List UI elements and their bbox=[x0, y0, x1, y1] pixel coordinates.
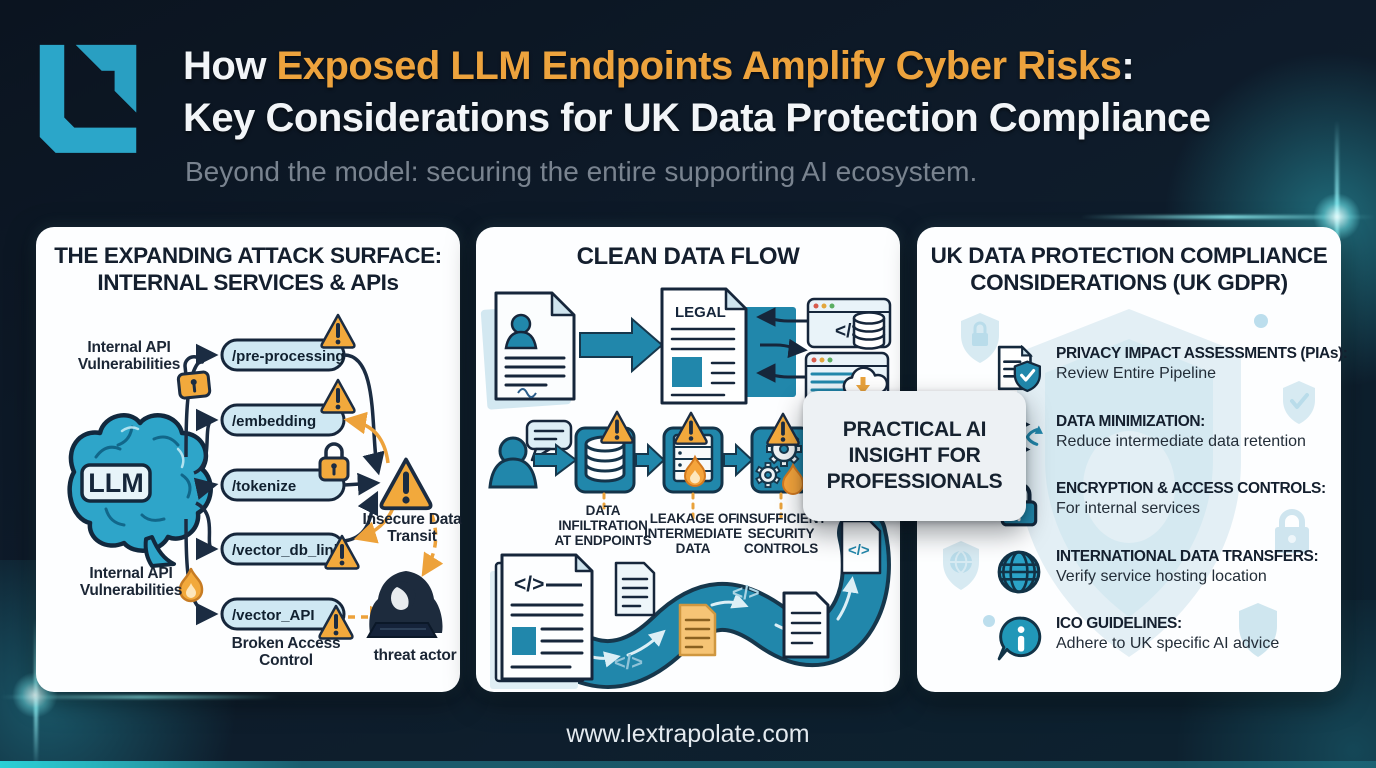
footer-website-url: www.lextrapolate.com bbox=[566, 720, 810, 748]
threat-actor-icon bbox=[366, 571, 443, 638]
code-glyph: </> bbox=[514, 573, 544, 596]
panel-attack-surface: THE EXPANDING ATTACK SURFACE: INTERNAL S… bbox=[36, 227, 462, 692]
flow-label-leakage: LEAKAGE OF INTERMEDIATE DATA bbox=[644, 511, 742, 557]
flow-arrow bbox=[579, 316, 664, 374]
threat-actor-connectors bbox=[348, 514, 444, 629]
lextrapolate-logo bbox=[39, 44, 137, 153]
warning-icon bbox=[318, 604, 354, 640]
warning-icon bbox=[324, 534, 360, 570]
attack-surface-diagram: LLM /pre-processing /embedding /tokenize… bbox=[67, 313, 444, 640]
insecure-data-transit-label: Insecure Data Transit bbox=[362, 511, 462, 546]
clean-data-flow-diagram: LEGAL </> bbox=[480, 287, 892, 690]
endpoint-label: /embedding bbox=[232, 413, 316, 430]
compliance-item-desc: Verify service hosting location bbox=[1056, 568, 1267, 585]
page-title-line1: How Exposed LLM Endpoints Amplify Cyber … bbox=[183, 44, 1135, 89]
lock-shield-watermark-icon bbox=[961, 313, 999, 363]
flow-arrow bbox=[533, 443, 578, 477]
flow-label-insufficient: INSUFFICIENT SECURITY CONTROLS bbox=[735, 511, 827, 557]
flow-label-data-infiltration: DATA INFILTRATION AT ENDPOINTS bbox=[554, 503, 652, 549]
llm-label: LLM bbox=[88, 468, 143, 498]
warning-icon bbox=[600, 410, 634, 444]
practical-insight-callout: PRACTICAL AI INSIGHT FOR PROFESSIONALS bbox=[803, 391, 1026, 521]
warning-icon-large bbox=[379, 457, 433, 511]
flame-icon bbox=[178, 567, 204, 603]
llm-pill bbox=[80, 463, 152, 503]
source-document-icon bbox=[480, 291, 576, 410]
endpoint-label: /vector_API bbox=[232, 607, 315, 624]
endpoint-label: /pre-processing bbox=[232, 348, 345, 365]
compliance-item-minimization: DATA MINIMIZATION: Reduce intermediate d… bbox=[995, 413, 1331, 461]
legal-document-icon: LEGAL bbox=[660, 287, 796, 405]
warning-icon bbox=[320, 378, 356, 414]
llm-brain-icon: LLM bbox=[67, 413, 213, 568]
warning-icon bbox=[766, 412, 800, 446]
label-connectors bbox=[602, 492, 783, 522]
compliance-item-title: ICO GUIDELINES: bbox=[1056, 615, 1182, 632]
endpoint-pill bbox=[220, 597, 346, 631]
locked-padlock-icon bbox=[318, 442, 350, 482]
globe-icon bbox=[997, 550, 1041, 594]
floating-document-icon bbox=[782, 591, 830, 659]
endpoint-pills: /pre-processing /embedding /tokenize /ve… bbox=[220, 338, 346, 631]
compliance-item-desc: For internal services bbox=[1056, 500, 1201, 517]
internal-api-label-top: Internal API Vulnerabilities bbox=[77, 339, 181, 374]
floating-document-orange-icon bbox=[678, 603, 717, 657]
page-subtitle: Beyond the model: securing the entire su… bbox=[185, 156, 978, 187]
database-cylinder-icon bbox=[852, 311, 886, 350]
panel-compliance-heading: UK DATA PROTECTION COMPLIANCE CONSIDERAT… bbox=[930, 243, 1328, 295]
bottom-edge-strip bbox=[0, 761, 1376, 768]
code-glyph: </> bbox=[732, 583, 759, 604]
open-padlock-icon bbox=[176, 355, 212, 400]
panel-flow-heading: CLEAN DATA FLOW bbox=[576, 243, 800, 270]
code-glyph: </> bbox=[614, 652, 643, 674]
compliance-item-encryption: ENCRYPTION & ACCESS CONTROLS: For intern… bbox=[995, 480, 1331, 528]
compliance-item-title: INTERNATIONAL DATA TRANSFERS: bbox=[1056, 548, 1319, 565]
service-connectors bbox=[756, 307, 808, 383]
flare-top-right-horizontal bbox=[1080, 215, 1376, 219]
hazard-connectors bbox=[343, 353, 385, 543]
internal-api-label-bottom: Internal API Vulnerabilities bbox=[79, 565, 183, 600]
lock-watermark-icon bbox=[1275, 509, 1309, 553]
dot-watermark bbox=[1254, 314, 1268, 328]
flow-arrow bbox=[723, 442, 754, 478]
warning-icon bbox=[674, 411, 708, 445]
compliance-item-pia: PRIVACY IMPACT ASSESSMENTS (PIAs): Revie… bbox=[995, 345, 1348, 393]
shield-watermark-icon bbox=[1239, 603, 1277, 657]
threat-actor-label: threat actor bbox=[373, 647, 457, 664]
title-highlight: Exposed LLM Endpoints Amplify Cyber Risk… bbox=[276, 44, 1122, 88]
document-shield-check-icon bbox=[997, 345, 1042, 393]
panel-attack-heading: THE EXPANDING ATTACK SURFACE: INTERNAL S… bbox=[54, 243, 442, 295]
compliance-item-title: DATA MINIMIZATION: bbox=[1056, 413, 1205, 430]
document-stack-icon: </> bbox=[490, 553, 594, 689]
title-colon: : bbox=[1121, 44, 1135, 88]
compliance-item-title: ENCRYPTION & ACCESS CONTROLS: bbox=[1056, 480, 1326, 497]
flow-arrow bbox=[635, 442, 666, 478]
compliance-item-ico: ICO GUIDELINES: Adhere to UK specific AI… bbox=[995, 615, 1331, 663]
user-icon bbox=[488, 436, 538, 489]
endpoint-label: /vector_db_link bbox=[232, 542, 343, 559]
page-title-line2: Key Considerations for UK Data Protectio… bbox=[183, 96, 1211, 140]
warning-icon bbox=[320, 313, 356, 349]
compliance-item-desc: Review Entire Pipeline bbox=[1056, 365, 1217, 382]
flame-icon bbox=[683, 454, 707, 487]
broken-access-control-label: Broken Access Control bbox=[231, 635, 341, 670]
compliance-item-transfers: INTERNATIONAL DATA TRANSFERS: Verify ser… bbox=[995, 548, 1331, 596]
globe-shield-watermark-icon bbox=[943, 541, 979, 590]
compliance-item-title: PRIVACY IMPACT ASSESSMENTS (PIAs): bbox=[1056, 345, 1348, 362]
info-speech-bubble-icon bbox=[997, 616, 1042, 661]
compliance-item-desc: Reduce intermediate data retention bbox=[1056, 433, 1306, 450]
legal-label: LEGAL bbox=[675, 304, 726, 321]
floating-document-icon bbox=[614, 561, 656, 617]
title-prefix: How bbox=[183, 44, 277, 88]
code-document-icon: </> bbox=[840, 519, 882, 575]
compliance-item-desc: Adhere to UK specific AI advice bbox=[1056, 635, 1280, 652]
flare-bottom-left-horizontal bbox=[0, 695, 280, 699]
dot-watermark bbox=[983, 615, 995, 627]
endpoint-label: /tokenize bbox=[232, 478, 296, 495]
code-glyph: </> bbox=[848, 542, 870, 559]
